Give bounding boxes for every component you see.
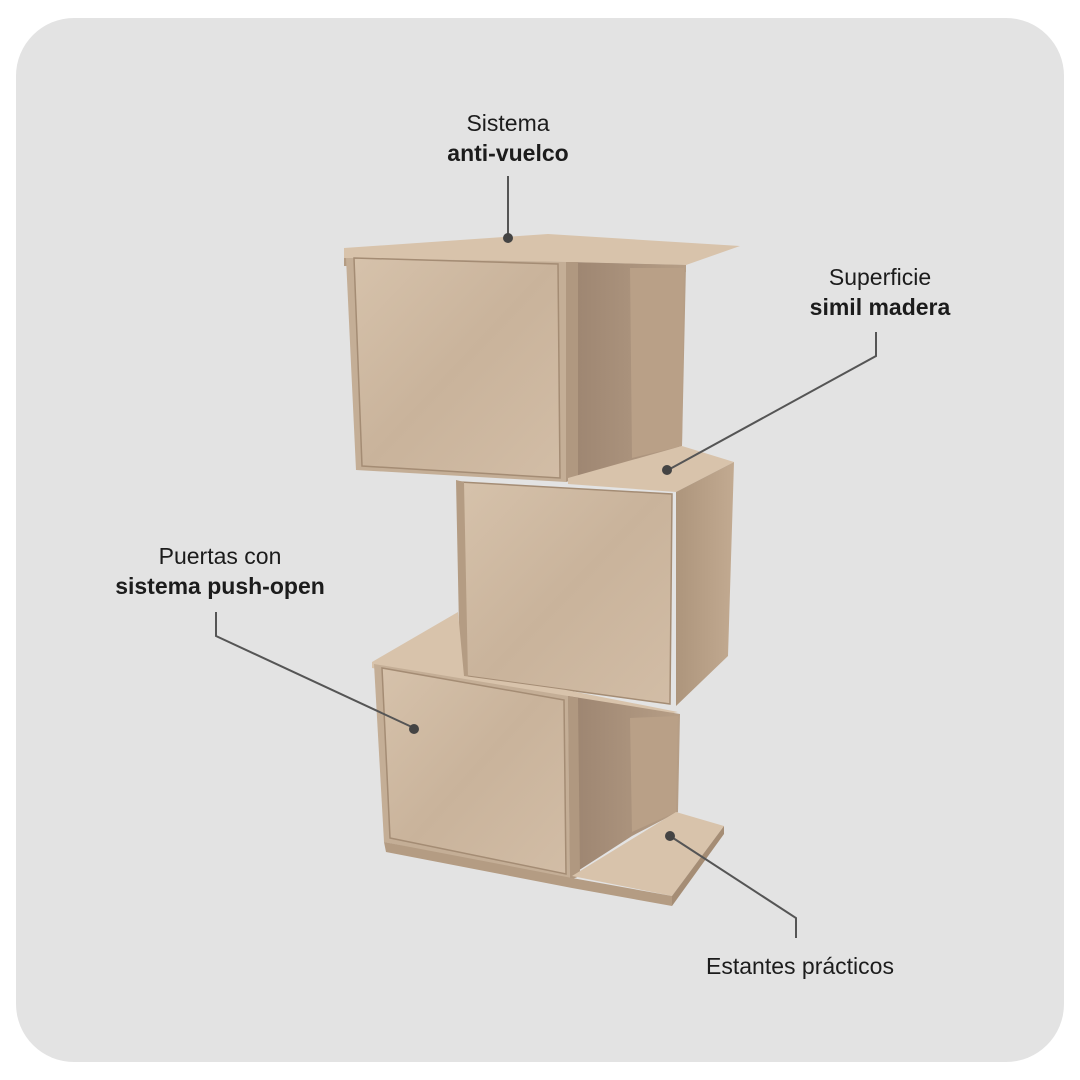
middle-cube [456, 446, 734, 706]
leader-dots [409, 233, 675, 841]
top-open-back [630, 268, 684, 458]
callout-push-open-line2: sistema push-open [115, 573, 325, 599]
top-divider [566, 262, 578, 482]
bottom-cube [372, 612, 724, 906]
bottom-divider [568, 696, 580, 880]
top-door [353, 257, 561, 479]
top-cube [344, 234, 740, 482]
dot-left [409, 724, 419, 734]
dot-bottom [665, 831, 675, 841]
callout-anti-tip: Sistema anti-vuelco [378, 108, 638, 168]
callout-push-open-line1: Puertas con [158, 543, 282, 569]
callout-wood-surface-line1: Superficie [828, 264, 932, 290]
leader-bottom [669, 835, 797, 938]
callout-wood-surface-line2: simil madera [809, 294, 951, 320]
bottom-top-board [372, 612, 678, 716]
callout-shelves-line1: Estantes prácticos [706, 953, 894, 979]
leader-right [667, 332, 877, 471]
top-board [344, 234, 740, 265]
bottom-door [381, 667, 567, 875]
bottom-shelf-front [672, 826, 724, 906]
callout-push-open: Puertas con sistema push-open [70, 541, 370, 601]
leader-left [215, 612, 415, 729]
callout-anti-tip-line2: anti-vuelco [447, 140, 569, 166]
middle-door-edge [456, 480, 468, 678]
callout-wood-surface: Superficie simil madera [750, 262, 1010, 322]
bottom-shelf-board [572, 812, 724, 896]
dot-top [503, 233, 513, 243]
callout-anti-tip-line1: Sistema [466, 110, 550, 136]
middle-door [459, 481, 673, 705]
callout-shelves: Estantes prácticos [640, 951, 960, 981]
bottom-open-back [630, 716, 678, 832]
dot-right [662, 465, 672, 475]
middle-side [676, 462, 734, 706]
leader-lines [215, 176, 877, 938]
bottom-shelf-edge [384, 842, 672, 906]
